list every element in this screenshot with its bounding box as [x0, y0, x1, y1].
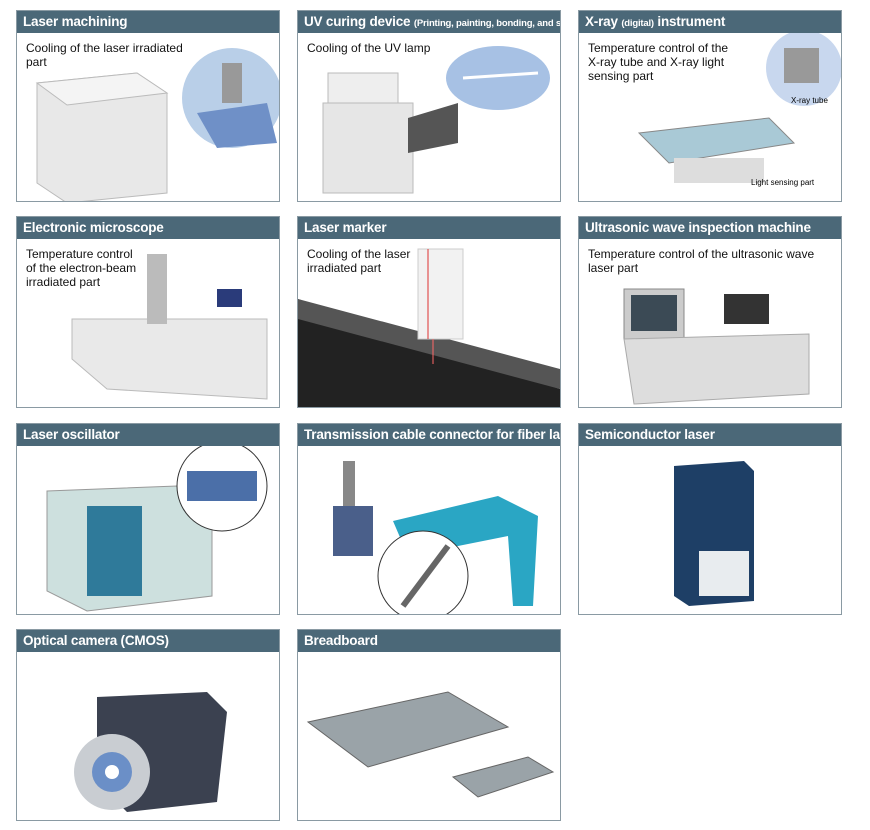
ultrasonic-illustration: [623, 288, 810, 405]
laser-machine-illustration: [35, 48, 279, 201]
laser-marker-illustration: [298, 248, 560, 407]
uv-curing-illustration: [322, 46, 550, 194]
title-text: UV curing device: [304, 14, 411, 29]
card-title: UV curing device (Printing, painting, bo…: [298, 11, 560, 33]
card-description: Cooling of the laser irradiated part: [26, 41, 183, 69]
card-electronic-microscope: Electronic microscope Temperature contro…: [16, 216, 280, 408]
card-title: Electronic microscope: [17, 217, 279, 239]
optical-camera-illustration: [74, 692, 227, 812]
callout-xray-tube: X-ray tube: [791, 96, 828, 105]
card-title: Transmission cable connector for fiber l…: [298, 424, 560, 446]
breadboard-illustration: [306, 691, 555, 798]
card-title: Laser marker: [298, 217, 560, 239]
card-laser-oscillator: Laser oscillator: [16, 423, 280, 615]
card-breadboard: Breadboard: [297, 629, 561, 821]
title-rest: instrument: [657, 14, 726, 29]
card-description: Temperature control of the ultrasonic wa…: [588, 247, 815, 275]
laser-oscillator-illustration: [46, 446, 268, 612]
fiber-connector-illustration: [333, 461, 538, 614]
card-description: Temperature control of the electron-beam…: [26, 247, 137, 289]
microscope-illustration: [71, 254, 268, 400]
card-semiconductor-laser: Semiconductor laser: [578, 423, 842, 615]
callout-light-sensing: Light sensing part: [751, 178, 815, 187]
card-optical-camera: Optical camera (CMOS): [16, 629, 280, 821]
semiconductor-laser-illustration: [674, 461, 754, 606]
card-fiber-connector: Transmission cable connector for fiber l…: [297, 423, 561, 615]
card-title: Optical camera (CMOS): [17, 630, 279, 652]
card-description: Cooling of the laser irradiated part: [307, 247, 411, 275]
card-description: Cooling of the UV lamp: [307, 41, 431, 55]
card-title: Laser machining: [17, 11, 279, 33]
xray-illustration: X-ray tube Light sensing part: [637, 33, 841, 187]
card-title: Semiconductor laser: [579, 424, 841, 446]
card-title: Laser oscillator: [17, 424, 279, 446]
card-laser-machining: Laser machining Cooling of the laser irr…: [16, 10, 280, 202]
card-laser-marker: Laser marker Cooling of the laser irradi…: [297, 216, 561, 408]
card-description: Temperature control of the X-ray tube an…: [588, 41, 729, 83]
title-small: (digital): [621, 18, 654, 29]
card-title: Breadboard: [298, 630, 560, 652]
card-xray: X-ray (digital) instrument Temperature c…: [578, 10, 842, 202]
card-title: X-ray (digital) instrument: [579, 11, 841, 33]
title-subtitle: (Printing, painting, bonding, and sealin…: [413, 18, 561, 29]
card-ultrasonic: Ultrasonic wave inspection machine Tempe…: [578, 216, 842, 408]
title-text: X-ray: [585, 14, 618, 29]
card-title: Ultrasonic wave inspection machine: [579, 217, 841, 239]
card-uv-curing: UV curing device (Printing, painting, bo…: [297, 10, 561, 202]
